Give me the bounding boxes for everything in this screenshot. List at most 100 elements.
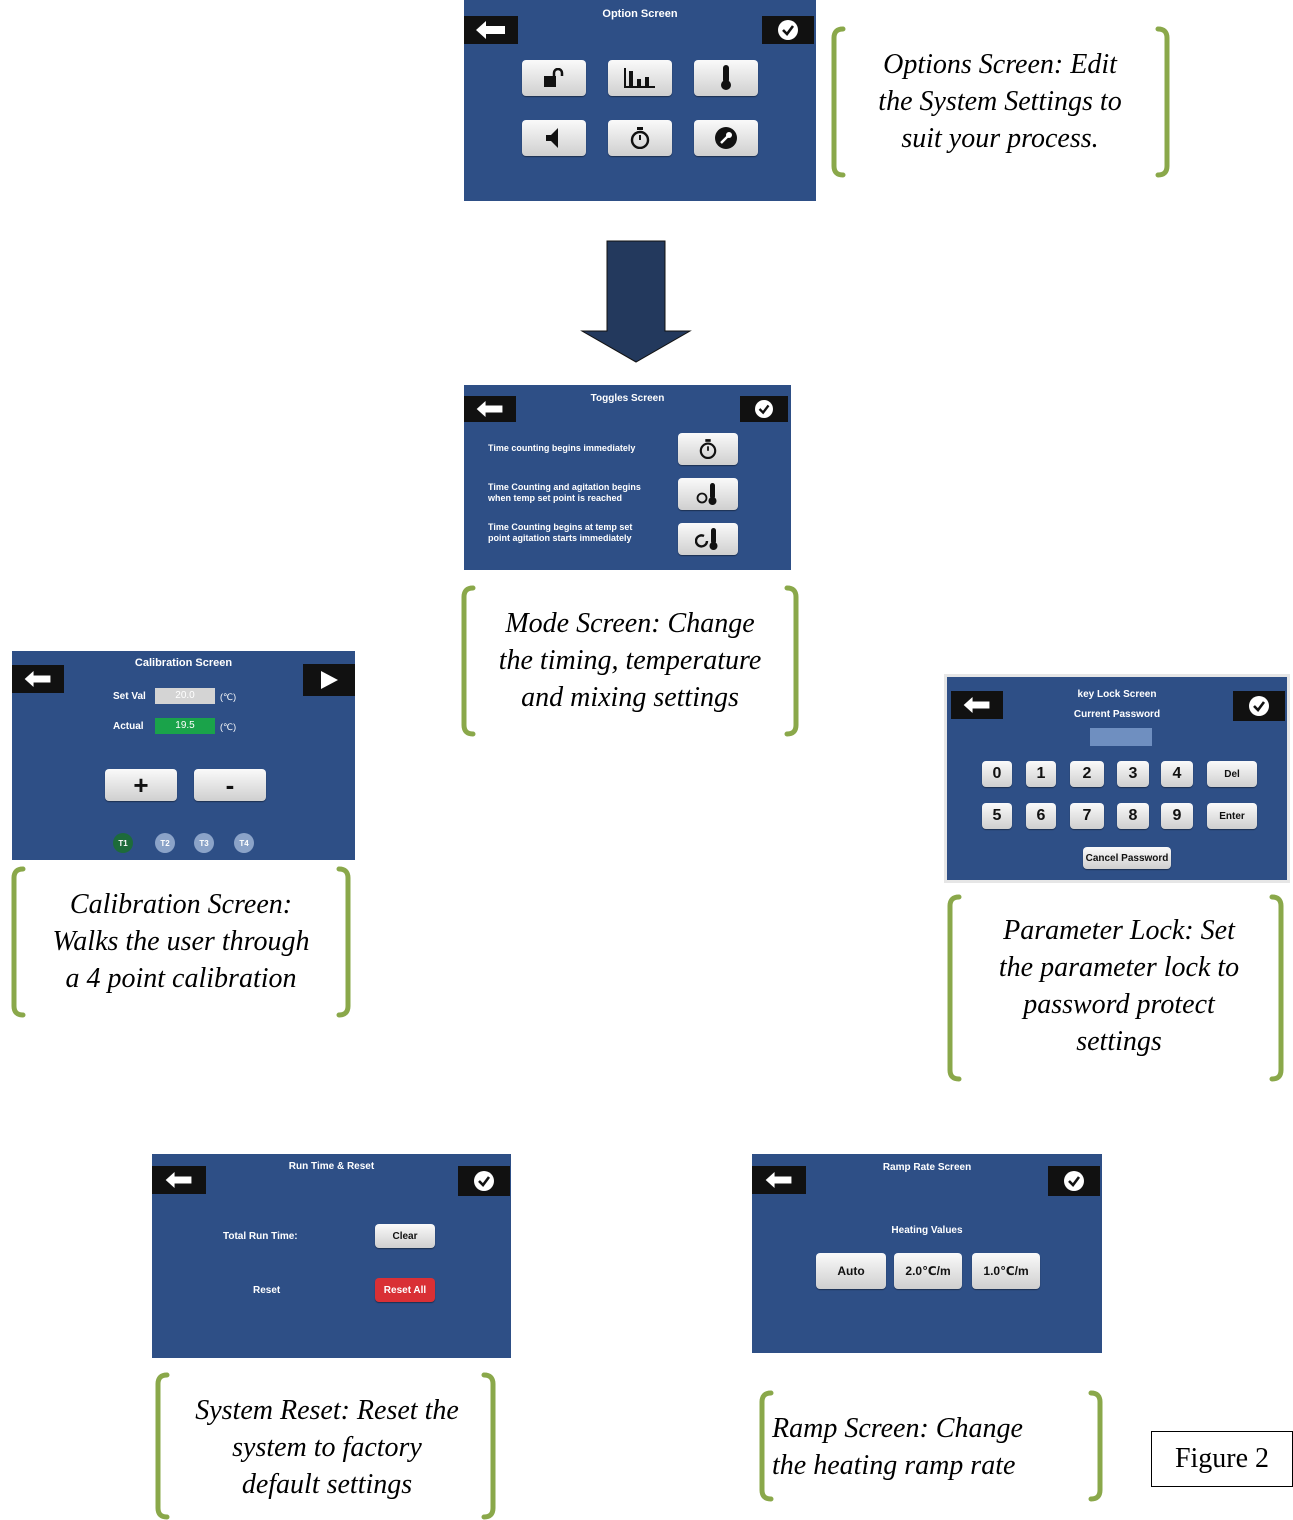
unlock-icon — [544, 68, 564, 87]
delete-key[interactable]: Del — [1207, 761, 1257, 787]
toggle-row-2-text: Time Counting and agitation begins when … — [488, 482, 641, 504]
confirm-button[interactable] — [1048, 1166, 1100, 1196]
speaker-icon — [546, 128, 558, 148]
runtime-reset-screen: Run Time & Reset Total Run Time: Clear R… — [152, 1154, 511, 1358]
ramp-caption-bracket-right — [1088, 1390, 1103, 1502]
options-caption: Options Screen: Edit the System Settings… — [846, 46, 1154, 157]
caption-line: the System Settings to — [878, 86, 1122, 117]
keylock-caption-bracket-right — [1269, 894, 1284, 1082]
calibration-caption-bracket-left — [11, 866, 26, 1018]
toggles-screen: Toggles Screen Time counting begins imme… — [464, 385, 791, 570]
confirm-button[interactable] — [458, 1166, 510, 1196]
unlock-button[interactable] — [522, 60, 586, 96]
timer-mode-button[interactable] — [608, 120, 672, 156]
key-8[interactable]: 8 — [1117, 803, 1149, 829]
runtime-screen-title: Run Time & Reset — [288, 1161, 375, 1172]
arrow-left-icon — [476, 401, 503, 417]
caption-line: Calibration Screen: — [69, 889, 293, 920]
back-button[interactable] — [752, 1166, 806, 1194]
runtime-caption: System Reset: Reset the system to factor… — [166, 1392, 488, 1503]
back-button[interactable] — [152, 1166, 206, 1194]
stopwatch-icon — [699, 439, 717, 459]
set-value-label: Set Val — [113, 691, 146, 702]
back-button[interactable] — [12, 665, 64, 693]
toggle-text-line: Time Counting and agitation begins — [488, 482, 641, 492]
confirm-button[interactable] — [740, 396, 788, 422]
caption-line: system to factory — [232, 1432, 422, 1463]
reset-label: Reset — [253, 1285, 281, 1296]
reset-all-button[interactable]: Reset All — [375, 1278, 435, 1302]
key-0[interactable]: 0 — [982, 761, 1012, 787]
key-5[interactable]: 5 — [982, 803, 1012, 829]
clear-button[interactable]: Clear — [375, 1224, 435, 1248]
enter-key[interactable]: Enter — [1207, 803, 1257, 829]
key-4[interactable]: 4 — [1161, 761, 1193, 787]
ramp-2-button[interactable]: 2.0℃/m — [894, 1253, 962, 1289]
calibration-point-t3[interactable]: T3 — [194, 833, 214, 853]
key-7[interactable]: 7 — [1070, 803, 1104, 829]
confirm-button[interactable] — [762, 16, 814, 44]
confirm-button[interactable] — [1233, 691, 1285, 721]
increase-button[interactable]: + — [105, 769, 177, 801]
toggle-text-line: Time counting begins immediately — [488, 443, 636, 453]
play-right-icon — [321, 671, 338, 689]
keylock-screen: key Lock Screen Current Password 0 1 2 3… — [944, 674, 1290, 883]
keylock-screen-title: key Lock Screen — [1077, 689, 1157, 700]
stopwatch-thermometer-icon — [696, 483, 717, 505]
keylock-caption: Parameter Lock: Set the parameter lock t… — [962, 912, 1276, 1060]
password-field[interactable] — [1090, 728, 1152, 746]
arrow-left-icon — [476, 21, 505, 39]
mode-caption-bracket-left — [461, 585, 476, 737]
arrow-left-icon — [963, 697, 990, 713]
back-button[interactable] — [951, 691, 1003, 719]
wrench-icon — [715, 127, 737, 149]
toggles-screen-title: Toggles Screen — [590, 393, 665, 404]
cancel-password-button[interactable]: Cancel Password — [1083, 847, 1171, 869]
decrease-button[interactable]: - — [194, 769, 266, 801]
actual-label: Actual — [113, 721, 144, 732]
check-circle-icon — [1064, 1171, 1084, 1191]
calibration-point-t4[interactable]: T4 — [234, 833, 254, 853]
check-circle-icon — [474, 1171, 494, 1191]
key-2[interactable]: 2 — [1070, 761, 1104, 787]
toggle-immediate-button[interactable] — [678, 433, 738, 465]
down-arrow — [580, 240, 692, 363]
caption-line: password protect — [1023, 989, 1215, 1020]
runtime-caption-bracket-left — [155, 1372, 170, 1520]
caption-line: Walks the user through — [52, 926, 310, 957]
key-1[interactable]: 1 — [1026, 761, 1056, 787]
ramp-rate-screen: Ramp Rate Screen Heating Values Auto 2.0… — [752, 1154, 1102, 1353]
options-caption-bracket-left — [831, 26, 846, 178]
history-chart-button[interactable] — [608, 60, 672, 96]
key-9[interactable]: 9 — [1161, 803, 1193, 829]
set-value-field[interactable]: 20.0 — [155, 688, 215, 704]
check-circle-icon — [778, 20, 798, 40]
ramp-1-button[interactable]: 1.0℃/m — [972, 1253, 1040, 1289]
options-caption-bracket-right — [1155, 26, 1170, 178]
service-button[interactable] — [694, 120, 758, 156]
ramp-screen-title: Ramp Rate Screen — [882, 1162, 972, 1173]
calibration-caption: Calibration Screen: Walks the user throu… — [22, 886, 340, 997]
temperature-button[interactable] — [694, 60, 758, 96]
caption-line: Parameter Lock: Set — [1003, 915, 1235, 946]
toggle-row-1-text: Time counting begins immediately — [488, 443, 635, 453]
toggle-text-line: when temp set point is reached — [488, 493, 623, 503]
sound-button[interactable] — [522, 120, 586, 156]
calibration-point-t1[interactable]: T1 — [113, 833, 133, 853]
toggle-agitation-button[interactable] — [678, 523, 738, 555]
back-button[interactable] — [464, 396, 516, 422]
toggle-setpoint-button[interactable] — [678, 478, 738, 510]
keylock-screen-subtitle: Current Password — [1073, 709, 1161, 720]
calibration-screen-title: Calibration Screen — [134, 657, 233, 669]
key-3[interactable]: 3 — [1117, 761, 1149, 787]
key-6[interactable]: 6 — [1026, 803, 1056, 829]
rotate-thermometer-icon — [695, 528, 718, 550]
back-button[interactable] — [464, 16, 518, 44]
thermometer-icon — [721, 65, 731, 90]
ramp-auto-button[interactable]: Auto — [816, 1253, 886, 1289]
set-unit-label: (℃) — [220, 692, 237, 702]
calibration-point-t2[interactable]: T2 — [155, 833, 175, 853]
total-run-time-label: Total Run Time: — [223, 1231, 298, 1242]
next-button[interactable] — [303, 664, 355, 696]
toggle-text-line: Time Counting begins at temp set — [488, 522, 633, 532]
